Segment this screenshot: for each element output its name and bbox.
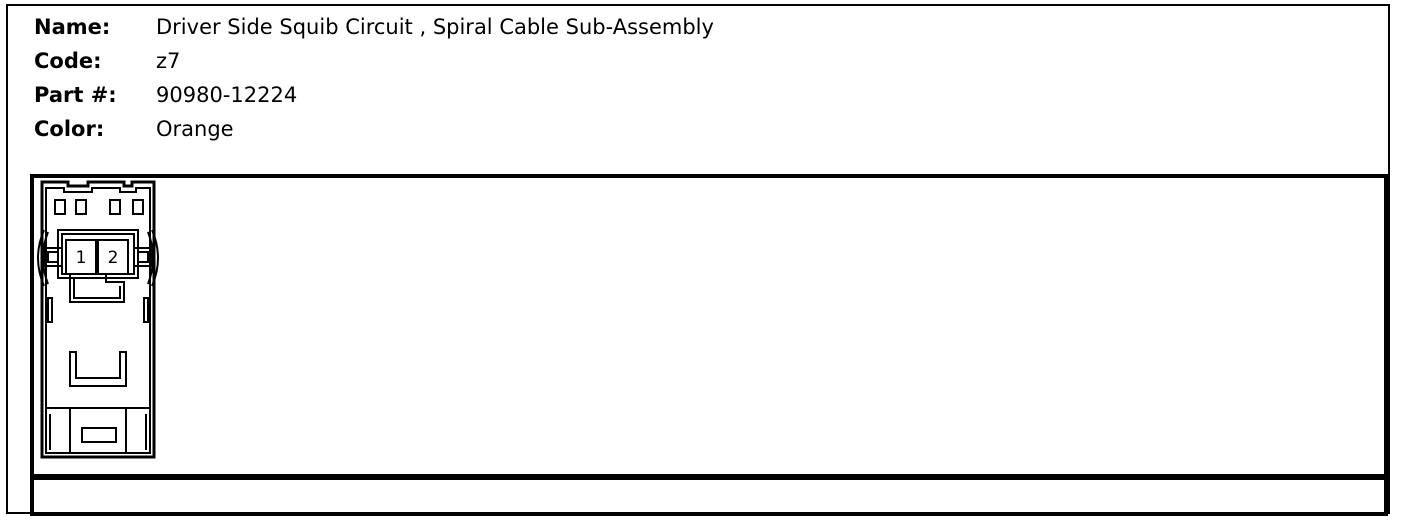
pin-retainer-inner bbox=[73, 278, 121, 299]
connector-face-drawing: 1 2 bbox=[37, 180, 159, 459]
code-value: z7 bbox=[156, 49, 181, 73]
side-lock-right bbox=[133, 247, 153, 267]
connector-housing-inner bbox=[45, 187, 151, 454]
side-lock-left-inner bbox=[47, 251, 59, 263]
side-lock-right-inner bbox=[137, 251, 149, 263]
side-lock-left bbox=[43, 247, 63, 267]
latch-slot bbox=[54, 199, 66, 215]
footer-panel bbox=[30, 476, 1388, 516]
release-tab-slot bbox=[81, 427, 117, 443]
color-label: Color: bbox=[34, 117, 105, 141]
color-value: Orange bbox=[156, 117, 234, 141]
pin-cavity-1 bbox=[65, 239, 97, 275]
latch-slot bbox=[75, 199, 87, 215]
center-lock-tab bbox=[69, 351, 127, 387]
pin-retainer bbox=[69, 274, 125, 303]
pin-cavity-2 bbox=[97, 239, 129, 275]
latch-slot bbox=[109, 199, 121, 215]
part-number-label: Part #: bbox=[34, 83, 117, 107]
name-label: Name: bbox=[34, 15, 111, 39]
side-slot-right bbox=[143, 297, 149, 323]
connector-diagram-panel bbox=[30, 174, 1388, 478]
pin-label-1: 1 bbox=[76, 248, 87, 268]
pin-label-2: 2 bbox=[108, 248, 119, 268]
code-label: Code: bbox=[34, 49, 102, 73]
side-slot-left bbox=[47, 297, 53, 323]
latch-slot bbox=[132, 199, 144, 215]
housing-side-arc-left bbox=[37, 229, 45, 287]
connector-housing-outline bbox=[40, 180, 156, 459]
housing-side-arc-right bbox=[151, 229, 159, 287]
name-value: Driver Side Squib Circuit , Spiral Cable… bbox=[156, 15, 714, 39]
part-number-value: 90980-12224 bbox=[156, 83, 298, 107]
